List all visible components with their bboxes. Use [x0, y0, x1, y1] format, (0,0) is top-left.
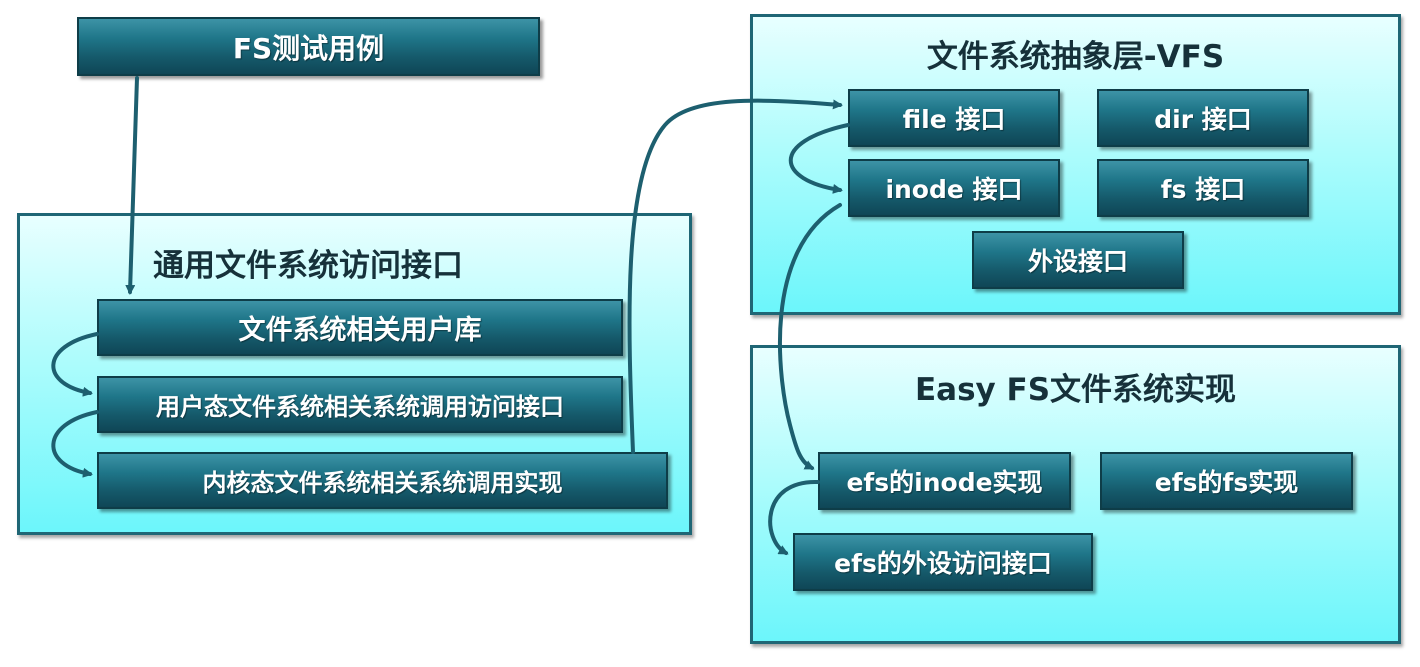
inode-interface-box: inode 接口	[848, 159, 1060, 217]
efs-inode-impl-label: efs的inode实现	[846, 468, 1043, 497]
kernel-mode-syscall-impl-label: 内核态文件系统相关系统调用实现	[202, 469, 563, 497]
user-mode-syscall-interface-box: 用户态文件系统相关系统调用访问接口	[97, 376, 623, 433]
efs-inode-impl-box: efs的inode实现	[818, 452, 1071, 510]
dir-interface-label: dir 接口	[1154, 105, 1252, 134]
user-mode-syscall-interface-label: 用户态文件系统相关系统调用访问接口	[156, 393, 564, 421]
fs-test-cases-box: FS测试用例	[77, 17, 540, 76]
efs-peripheral-access-box: efs的外设访问接口	[793, 533, 1093, 591]
file-interface-box: file 接口	[848, 89, 1060, 147]
efs-peripheral-access-label: efs的外设访问接口	[834, 549, 1052, 578]
peripheral-interface-box: 外设接口	[972, 231, 1184, 289]
peripheral-interface-label: 外设接口	[1027, 247, 1128, 276]
efs-fs-impl-box: efs的fs实现	[1100, 452, 1353, 510]
fs-test-cases-label: FS测试用例	[232, 31, 385, 65]
efs-fs-impl-label: efs的fs实现	[1154, 468, 1299, 497]
easy-fs-panel-title: Easy FS文件系统实现	[914, 372, 1237, 408]
vfs-panel-title: 文件系统抽象层-VFS	[926, 39, 1225, 75]
fs-user-library-label: 文件系统相关用户库	[238, 315, 482, 346]
fs-interface-label: fs 接口	[1160, 175, 1246, 204]
kernel-mode-syscall-impl-box: 内核态文件系统相关系统调用实现	[97, 452, 668, 509]
fs-user-library-box: 文件系统相关用户库	[97, 299, 623, 356]
file-interface-label: file 接口	[902, 105, 1006, 134]
inode-interface-label: inode 接口	[885, 175, 1023, 204]
generic-fs-access-title: 通用文件系统访问接口	[153, 248, 463, 284]
fs-interface-box: fs 接口	[1097, 159, 1309, 217]
dir-interface-box: dir 接口	[1097, 89, 1309, 147]
